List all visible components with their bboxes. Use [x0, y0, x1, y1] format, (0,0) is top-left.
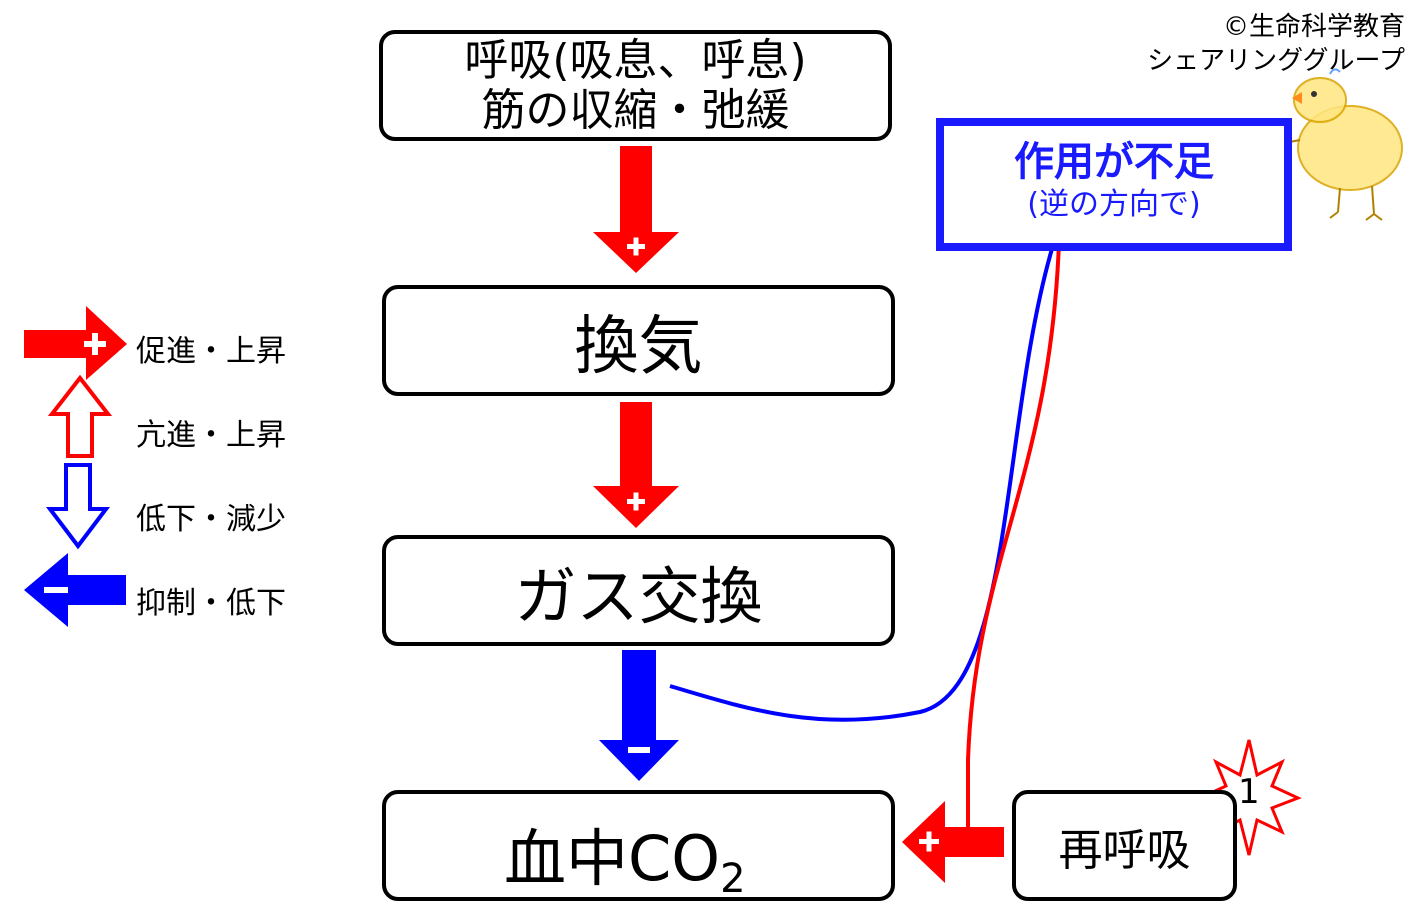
- promote-arrow-1: [593, 146, 679, 273]
- ventilation-label: 換気: [574, 309, 703, 384]
- blood-co2-text: 血中CO: [504, 822, 721, 895]
- copyright-notice: ©生命科学教育 シェアリンググループ: [1147, 10, 1405, 78]
- legend-increase-icon: [47, 374, 113, 458]
- legend-increase-label: 亢進・上昇: [136, 418, 286, 453]
- respiration-line2: 筋の収縮・弛緩: [481, 84, 790, 136]
- effect-subtitle: (逆の方向で): [1027, 187, 1201, 222]
- inhibit-arrow: [599, 650, 679, 781]
- blood-co2-label: 血中CO2: [504, 808, 746, 902]
- co2-subscript: 2: [720, 856, 746, 902]
- legend-promote-label: 促進・上昇: [136, 334, 286, 369]
- ventilation-node: 換気: [382, 285, 895, 396]
- starburst-number: 1: [1238, 772, 1260, 812]
- blood-co2-node: 血中CO2: [382, 790, 895, 902]
- respiration-node: 呼吸(吸息、呼息) 筋の収縮・弛緩: [379, 30, 892, 141]
- effect-blue-curve: [669, 241, 1056, 722]
- copyright-line1: ©生命科学教育: [1222, 12, 1405, 42]
- chick-illustration: [1261, 68, 1403, 221]
- rebreathing-promote-arrow: [902, 801, 1004, 883]
- legend-inhibit-icon: [24, 553, 126, 627]
- rebreathing-node: 再呼吸: [1012, 790, 1237, 901]
- legend-promote-icon: [24, 306, 127, 380]
- effect-title: 作用が不足: [1014, 139, 1214, 185]
- copyright-line2: シェアリンググループ: [1147, 46, 1405, 76]
- legend-inhibit-label: 抑制・低下: [136, 586, 286, 621]
- gas-exchange-label: ガス交換: [514, 559, 763, 633]
- respiration-line1: 呼吸(吸息、呼息): [464, 34, 807, 86]
- effect-deficit-box: 作用が不足 (逆の方向で): [936, 118, 1292, 251]
- legend-decrease-icon: [45, 463, 111, 550]
- effect-red-line: [966, 241, 1061, 830]
- gas-exchange-node: ガス交換: [382, 535, 895, 646]
- legend-decrease-label: 低下・減少: [136, 502, 286, 537]
- promote-arrow-2: [593, 402, 679, 528]
- rebreathing-label: 再呼吸: [1058, 824, 1191, 876]
